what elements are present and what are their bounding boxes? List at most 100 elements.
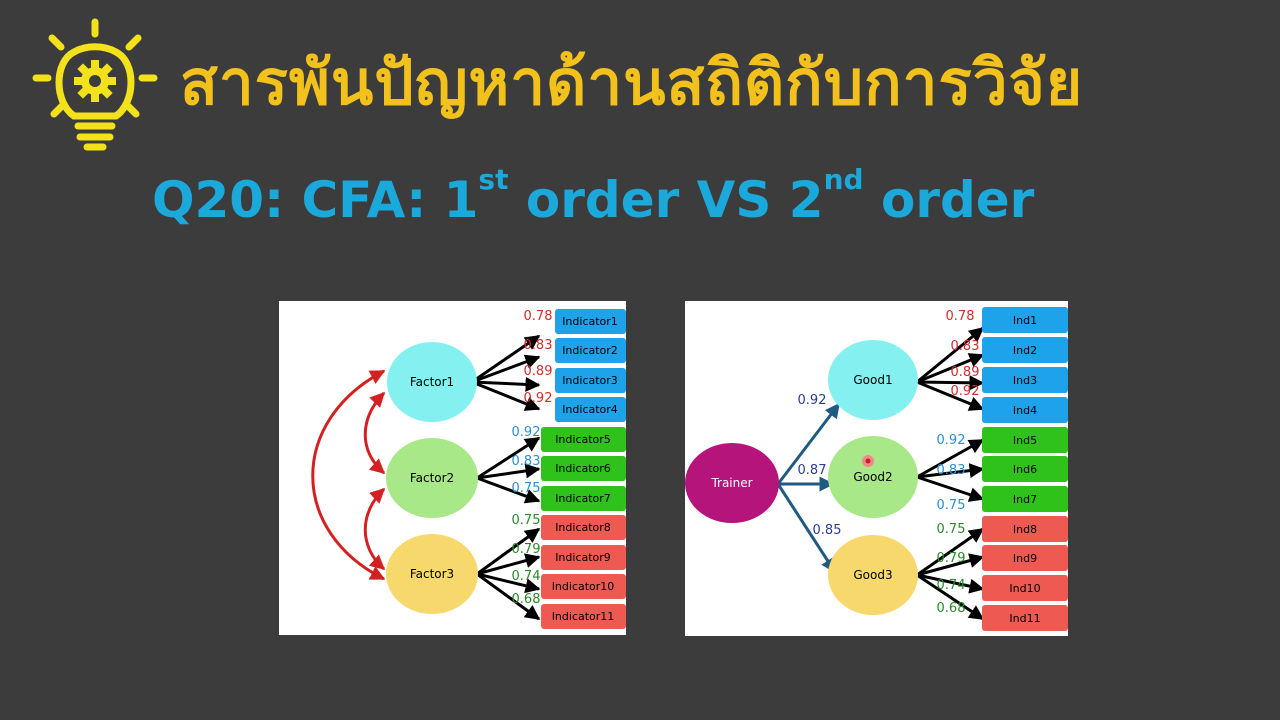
loading-value: 0.75	[937, 498, 966, 513]
indicator-label: Ind6	[1013, 463, 1037, 476]
indicator-label: Indicator1	[562, 315, 618, 328]
loading-arrow	[916, 463, 985, 479]
indicator-label: Indicator3	[562, 374, 618, 387]
subtitle-superscript-st: st	[478, 163, 509, 196]
indicator-label: Indicator11	[552, 610, 615, 623]
indicator-label: Indicator2	[562, 344, 618, 357]
loading-value: 0.74	[937, 578, 966, 593]
loading-value: 0.79	[512, 542, 541, 557]
indicator-label: Indicator9	[555, 551, 611, 564]
first-order-cfa-diagram: Factor1 Factor2 Factor3 Indicator1 Indic…	[279, 301, 626, 635]
indicator-box	[982, 516, 1068, 542]
loading-arrow	[476, 572, 541, 621]
indicator-label: Indicator5	[555, 433, 611, 446]
loading-value: 0.83	[524, 338, 553, 353]
indicator-label: Ind3	[1013, 374, 1037, 387]
loading-arrow	[471, 376, 541, 392]
indicator-box	[982, 486, 1068, 512]
indicator-box	[555, 338, 626, 363]
loading-value: 0.92	[524, 391, 553, 406]
loading-arrow	[916, 527, 985, 577]
subtitle-suffix: order	[863, 171, 1035, 229]
loading-arrow	[916, 573, 985, 621]
indicator-box	[541, 604, 626, 629]
loading-arrow	[916, 380, 985, 411]
loading-arrow	[916, 438, 985, 479]
higher-order-arrow	[776, 402, 841, 485]
covariance-arrow-f1-f2	[363, 391, 386, 475]
indicator-box	[982, 307, 1068, 333]
indicator-box	[541, 574, 626, 599]
factor1-label: Factor1	[410, 375, 454, 389]
indicator-box	[982, 575, 1068, 601]
loading-value: 0.68	[512, 592, 541, 607]
indicator-box	[541, 427, 626, 452]
page-title: สารพันปัญหาด้านสถิติกับการวิจัย	[180, 46, 1084, 119]
trainer-node	[685, 443, 779, 523]
loading-value: 0.74	[512, 569, 541, 584]
loading-arrow	[916, 375, 985, 391]
loading-value: 0.92	[937, 433, 966, 448]
loading-value: 0.78	[524, 309, 553, 324]
indicator-label: Ind11	[1009, 612, 1040, 625]
indicator-box	[541, 486, 626, 511]
loading-arrow	[916, 553, 985, 577]
loading-arrow	[916, 353, 985, 384]
second-order-cfa-diagram: Trainer Good1 Good2 Good3 0.92 0.87 0.85…	[685, 301, 1068, 636]
loading-value: 0.89	[951, 365, 980, 380]
loading-arrow	[476, 572, 541, 594]
good3-label: Good3	[853, 568, 892, 582]
factor3-label: Factor3	[410, 567, 454, 581]
loading-arrow	[916, 573, 985, 594]
good1-label: Good1	[853, 373, 892, 387]
factor1-node	[387, 342, 477, 422]
indicator-box	[982, 427, 1068, 453]
loading-value: 0.83	[512, 454, 541, 469]
higher-loading-value: 0.87	[798, 463, 827, 478]
indicator-box	[541, 456, 626, 481]
covariance-arrow-f1-f3	[311, 369, 386, 581]
loading-value: 0.89	[524, 364, 553, 379]
indicator-label: Ind5	[1013, 434, 1037, 447]
higher-order-arrow	[776, 483, 837, 574]
indicator-box	[541, 545, 626, 570]
covariance-arrow-f2-f3	[363, 487, 386, 571]
loading-value: 0.83	[951, 339, 980, 354]
indicator-label: Ind2	[1013, 344, 1037, 357]
loading-arrow	[471, 354, 541, 384]
loading-arrow	[476, 463, 541, 480]
indicator-box	[555, 397, 626, 422]
indicator-label: Ind1	[1013, 314, 1037, 327]
loading-arrow	[476, 527, 541, 576]
loading-arrow	[476, 476, 541, 504]
good2-label: Good2	[853, 470, 892, 484]
subtitle-prefix: Q20: CFA: 1	[152, 171, 479, 229]
indicator-label: Indicator8	[555, 521, 611, 534]
factor2-node	[386, 438, 478, 518]
indicator-box	[555, 309, 626, 334]
higher-loading-value: 0.92	[798, 393, 827, 408]
subtitle-superscript-nd: nd	[823, 163, 864, 196]
lightbulb-gear-icon	[32, 18, 158, 151]
indicator-box	[982, 397, 1068, 423]
indicator-box	[982, 605, 1068, 631]
indicator-box	[555, 368, 626, 393]
indicator-label: Indicator7	[555, 492, 611, 505]
indicator-box	[541, 515, 626, 540]
indicator-label: Ind7	[1013, 493, 1037, 506]
indicator-label: Ind8	[1013, 523, 1037, 536]
loading-value: 0.78	[946, 309, 975, 324]
higher-loading-value: 0.85	[813, 523, 842, 538]
good3-node	[828, 535, 918, 615]
loading-arrow	[916, 326, 985, 384]
loading-value: 0.75	[512, 481, 541, 496]
good1-node	[828, 340, 918, 420]
loading-arrow	[471, 380, 541, 411]
loading-arrow	[476, 553, 541, 576]
loading-value: 0.75	[937, 522, 966, 537]
indicator-box	[982, 456, 1068, 482]
cursor-marker-dot	[865, 458, 871, 464]
indicator-label: Indicator10	[552, 580, 615, 593]
indicator-label: Ind9	[1013, 552, 1037, 565]
good2-node	[828, 436, 918, 518]
